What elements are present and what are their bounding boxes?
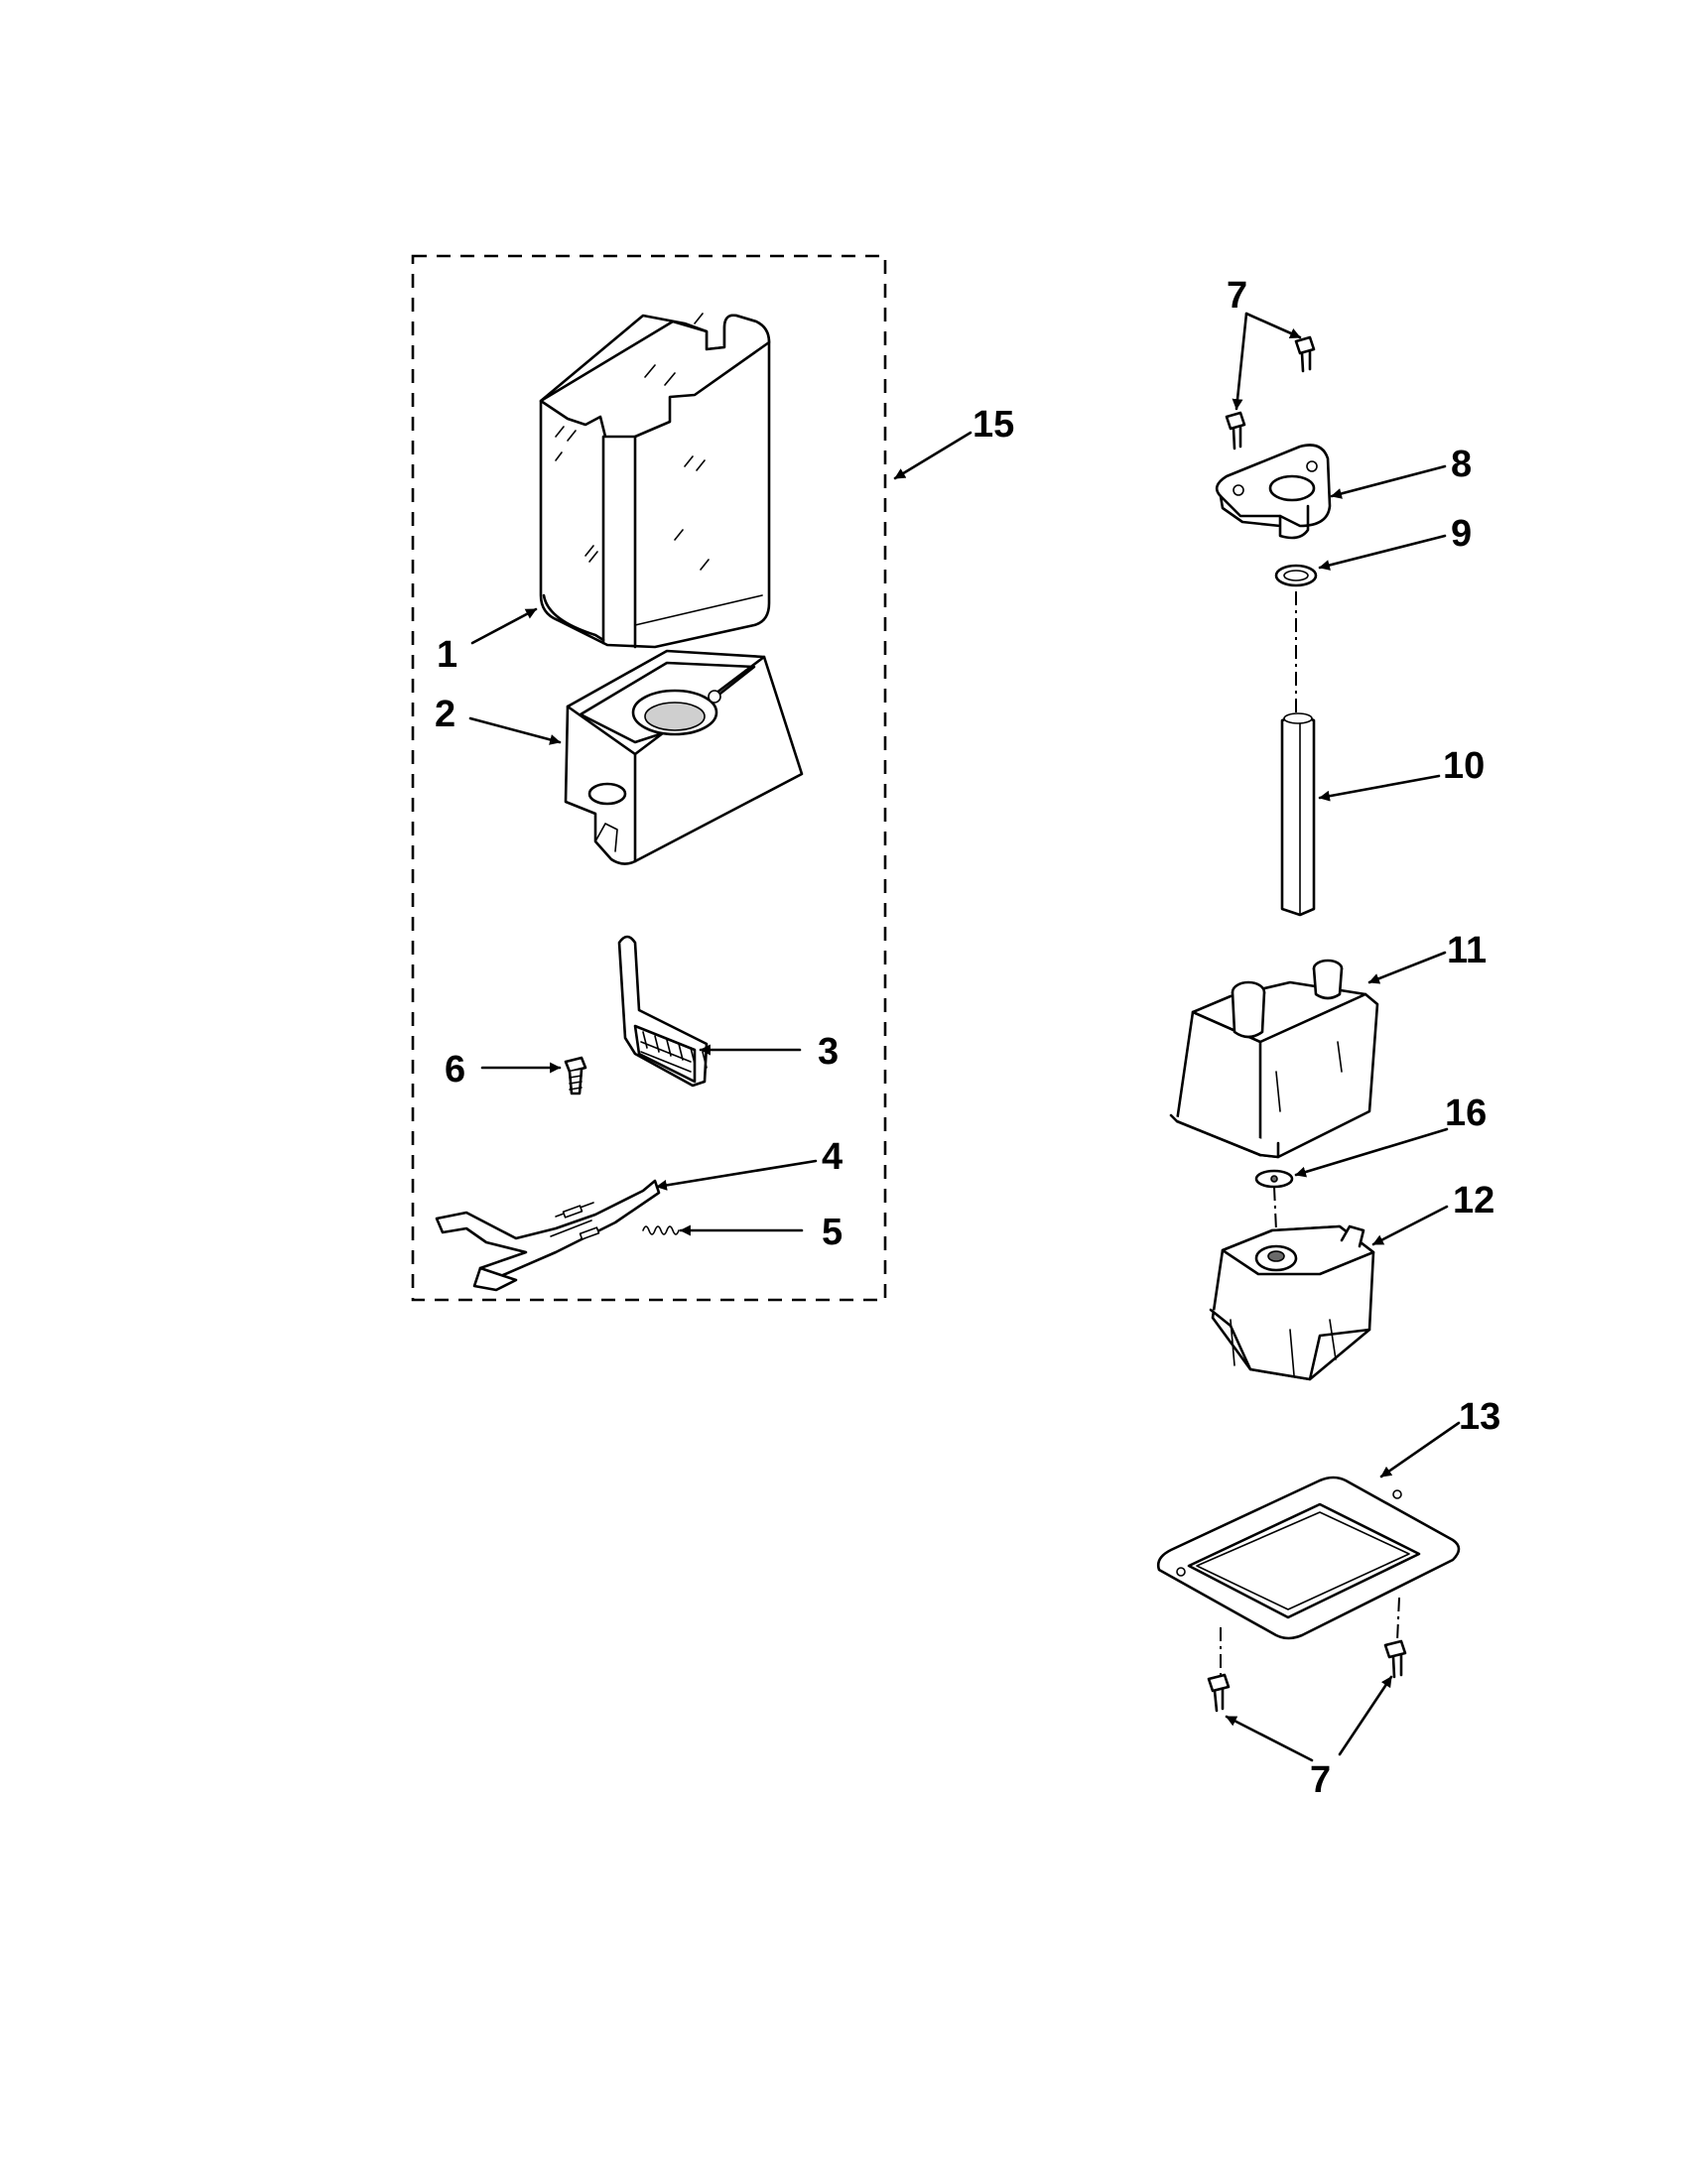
part-motor-housing	[1169, 959, 1379, 1159]
callout-6: 6	[445, 1049, 465, 1091]
leader-arrow-9	[1318, 534, 1447, 571]
callout-5: 5	[822, 1212, 843, 1253]
leader-arrow-4	[655, 1159, 818, 1191]
callout-11: 11	[1447, 930, 1487, 971]
leader-arrow-16	[1294, 1127, 1449, 1178]
leader-arrow-7a-right	[1244, 312, 1302, 339]
part-ice-bucket	[539, 313, 771, 649]
callout-15: 15	[973, 404, 1014, 446]
part-door-flap	[617, 935, 709, 1088]
part-shaft	[1280, 712, 1316, 917]
callout-16: 16	[1445, 1092, 1487, 1134]
part-bracket	[1215, 444, 1332, 540]
leader-arrow-10	[1318, 774, 1441, 802]
callout-8: 8	[1451, 444, 1472, 485]
part-mounting-plate	[1156, 1476, 1461, 1640]
part-screw-6	[564, 1056, 587, 1095]
part-lever-arm	[435, 1179, 661, 1292]
leader-arrow-1	[470, 607, 538, 645]
callout-7-bottom: 7	[1310, 1759, 1331, 1801]
centerline-washer	[1273, 1186, 1277, 1231]
leader-arrow-12	[1371, 1205, 1449, 1246]
callout-13: 13	[1459, 1396, 1500, 1438]
callout-12: 12	[1453, 1180, 1494, 1221]
callout-3: 3	[818, 1031, 839, 1073]
callout-2: 2	[435, 694, 455, 735]
part-washer	[1274, 564, 1318, 587]
callout-9: 9	[1451, 513, 1472, 555]
leader-arrow-7b-right	[1338, 1675, 1393, 1756]
part-bucket-base	[564, 649, 804, 865]
callout-7-top: 7	[1227, 275, 1247, 317]
leader-arrow-11	[1367, 951, 1447, 984]
leader-arrow-13	[1379, 1421, 1461, 1478]
part-small-washer	[1254, 1169, 1294, 1189]
assembly-boundary	[411, 254, 887, 1302]
leader-arrow-2	[468, 716, 562, 745]
callout-4: 4	[822, 1136, 843, 1178]
leader-arrow-8	[1330, 464, 1447, 499]
callout-10: 10	[1443, 745, 1485, 787]
part-gear-motor	[1209, 1224, 1375, 1381]
callout-1: 1	[437, 634, 457, 676]
leader-arrow-15	[893, 431, 973, 480]
centerline-screw-right	[1396, 1597, 1400, 1642]
part-screws-bottom	[1207, 1639, 1407, 1713]
leader-arrow-7b-left	[1225, 1715, 1314, 1762]
leader-arrow-7a-left	[1232, 312, 1248, 411]
part-screws-top	[1225, 335, 1316, 450]
part-spring	[642, 1225, 680, 1235]
